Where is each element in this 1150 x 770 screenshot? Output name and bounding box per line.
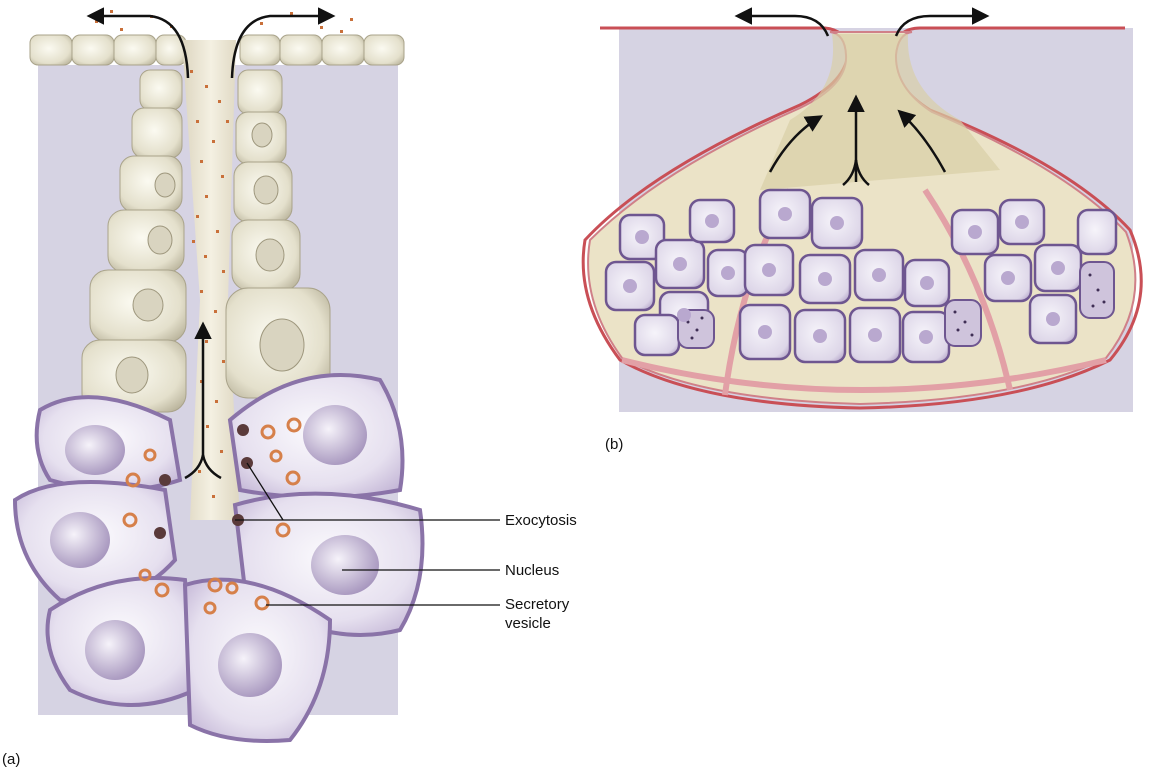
panel-a-illustration: Exocytosis Nucleus Secretory vesicle (a) xyxy=(2,10,577,768)
panel-b-illustration: (b) xyxy=(583,16,1141,453)
label-exocytosis: Exocytosis xyxy=(505,512,577,529)
label-secretory-vesicle-line1: Secretory xyxy=(505,596,570,613)
panel-a-caption: (a) xyxy=(2,751,20,768)
panel-b-caption: (b) xyxy=(605,436,623,453)
label-nucleus: Nucleus xyxy=(505,562,559,579)
label-secretory-vesicle-line2: vesicle xyxy=(505,615,551,632)
